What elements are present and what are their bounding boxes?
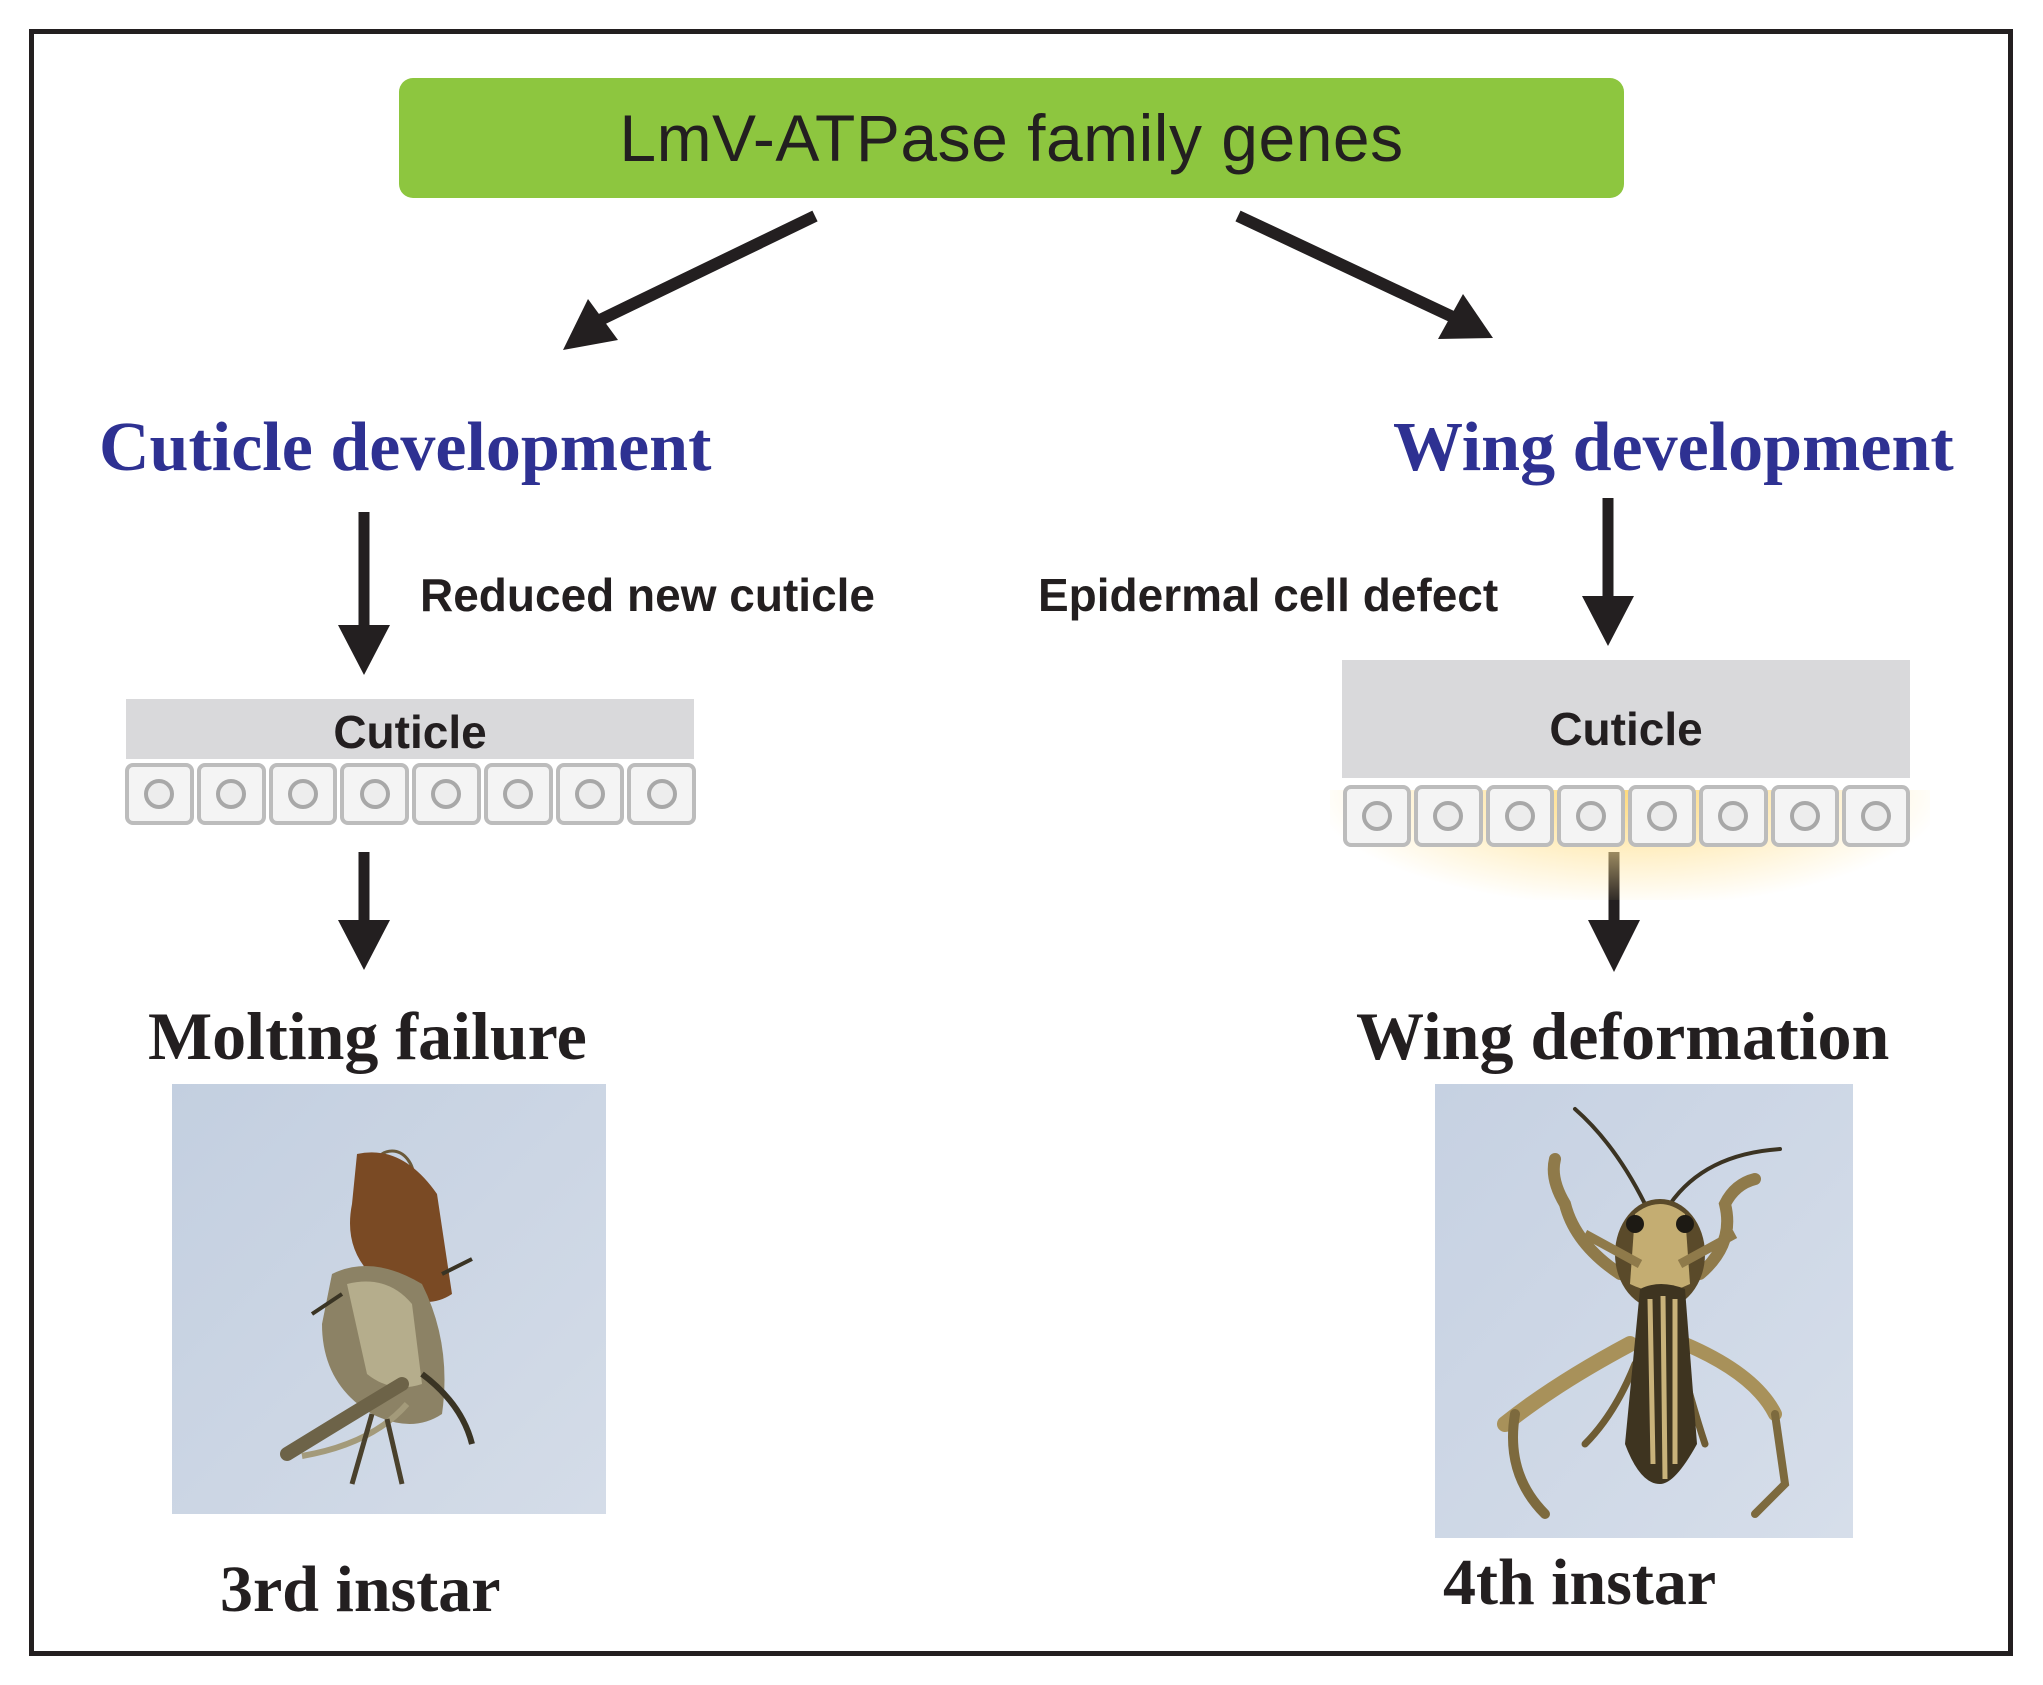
epidermal-cell (555, 763, 625, 825)
nucleus (1647, 801, 1678, 831)
epidermal-cell (340, 763, 409, 825)
reduced-new-cuticle-label: Reduced new cuticle (420, 569, 876, 621)
arrow-icon (338, 852, 390, 970)
nucleus (1789, 801, 1820, 831)
arrow-icon (1235, 210, 1493, 339)
nucleus (1718, 801, 1749, 831)
nucleus (144, 779, 175, 809)
wing-deformation-label: Wing deformation (1356, 998, 1890, 1074)
epidermal-cell (196, 763, 266, 825)
arrow-icon (338, 512, 390, 675)
nucleus (574, 779, 605, 809)
epidermal-cell-row (1343, 785, 1910, 847)
arrow-icon (563, 210, 818, 350)
nucleus (216, 779, 247, 809)
grasshopper-photo (1435, 1084, 1853, 1538)
epidermal-cell (1485, 785, 1554, 847)
nucleus (1433, 801, 1464, 831)
arrow-icon (1582, 498, 1634, 646)
molting-failure-label: Molting failure (148, 998, 587, 1074)
epidermal-cell-defect-label: Epidermal cell defect (1038, 569, 1499, 621)
stage-label-right: 4th instar (1443, 1546, 1717, 1619)
cuticle-label: Cuticle (1549, 703, 1703, 755)
gene-family-title: LmV-ATPase family genes (619, 101, 1404, 175)
wing-development-heading: Wing development (1393, 409, 1954, 486)
epidermal-cell (1770, 785, 1839, 847)
nucleus (287, 779, 318, 809)
cuticle-label: Cuticle (333, 706, 487, 758)
epidermal-cell (125, 763, 194, 825)
epidermal-cell (1556, 785, 1625, 847)
epidermal-cell (483, 763, 553, 825)
nucleus (503, 779, 534, 809)
nucleus (1860, 801, 1891, 831)
epidermal-cell (412, 763, 481, 825)
cuticle-layer: Cuticle (126, 699, 694, 759)
nucleus (1504, 801, 1535, 831)
nucleus (431, 779, 462, 809)
nucleus (1362, 801, 1393, 831)
nucleus (359, 779, 390, 809)
cuticle-layer: Cuticle (1342, 660, 1910, 778)
epidermal-cell (627, 763, 696, 825)
nucleus (1575, 801, 1606, 831)
stage-label-left: 3rd instar (220, 1553, 501, 1626)
epidermal-cell (1343, 785, 1412, 847)
nucleus (646, 779, 677, 809)
epidermal-cell-row (125, 763, 696, 825)
epidermal-cell (1414, 785, 1483, 847)
epidermal-cell (268, 763, 338, 825)
epidermal-cell (1841, 785, 1910, 847)
diagram-frame (29, 29, 2013, 1656)
gene-family-box: LmV-ATPase family genes (399, 78, 1624, 198)
epidermal-cell (1628, 785, 1697, 847)
molted-grasshopper-photo (172, 1084, 606, 1514)
cuticle-development-heading: Cuticle development (99, 409, 712, 486)
epidermal-cell (1699, 785, 1768, 847)
